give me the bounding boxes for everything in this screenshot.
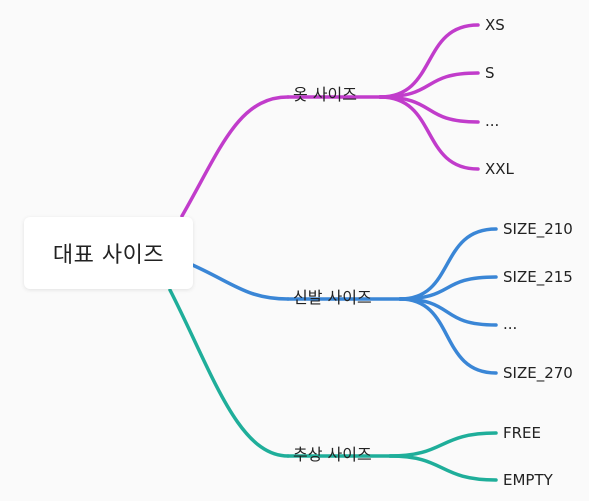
leaf-node-s[interactable]: S xyxy=(485,64,495,82)
branch-node-clothes[interactable]: 옷 사이즈 xyxy=(293,85,357,104)
connector-abstract-empty xyxy=(388,454,498,482)
connector-abstract-free xyxy=(388,431,498,458)
root-node[interactable]: 대표 사이즈 xyxy=(24,217,193,289)
connector-shoes-ellipsis xyxy=(398,297,498,327)
leaf-node-free[interactable]: FREE xyxy=(503,424,542,442)
leaf-node-empty[interactable]: EMPTY xyxy=(503,471,553,489)
leaf-node-size-210[interactable]: SIZE_210 xyxy=(503,220,573,238)
leaf-node-xxl[interactable]: XXL xyxy=(485,160,514,178)
connector-shoes-210 xyxy=(398,227,498,301)
connector-clothes-xs xyxy=(378,23,480,99)
branch-node-abstract[interactable]: 추상 사이즈 xyxy=(293,445,372,464)
leaf-node-xs[interactable]: XS xyxy=(485,16,505,34)
connector-clothes-xxl xyxy=(378,95,480,171)
connector-shoes-270 xyxy=(398,297,498,375)
connector-root-clothes xyxy=(180,95,290,218)
branch-node-shoes[interactable]: 신발 사이즈 xyxy=(293,288,372,307)
root-node-label: 대표 사이즈 xyxy=(52,243,165,268)
leaf-node-size-270[interactable]: SIZE_270 xyxy=(503,364,573,382)
connector-clothes-ellipsis xyxy=(378,95,480,124)
leaf-node-clothes-ellipsis[interactable]: ... xyxy=(485,112,500,130)
connector-root-shoes xyxy=(186,261,290,301)
connector-clothes-s xyxy=(378,71,480,99)
leaf-node-size-215[interactable]: SIZE_215 xyxy=(503,268,573,286)
connector-root-abstract xyxy=(168,288,290,458)
leaf-node-shoes-ellipsis[interactable]: ... xyxy=(503,315,518,333)
